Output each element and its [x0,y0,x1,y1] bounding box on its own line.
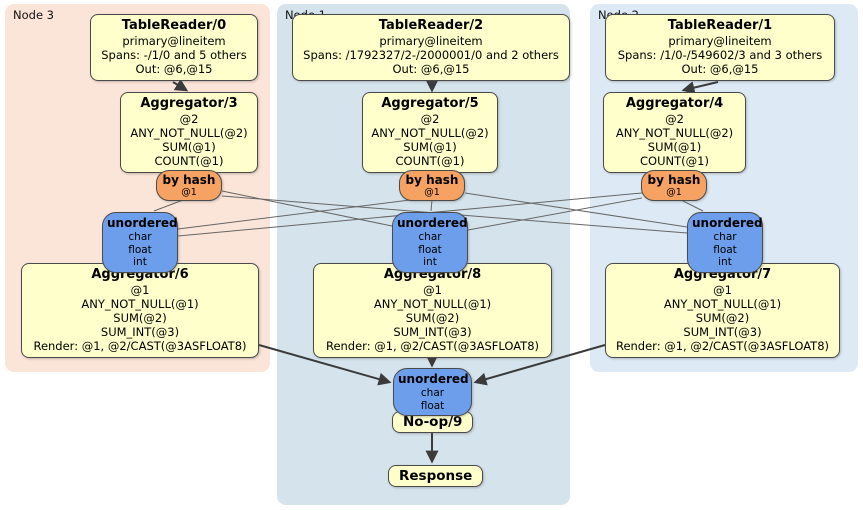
processor-detail: SUM(@1) [403,140,457,154]
processor-detail: Spans: -/1/0 and 5 others [101,48,247,62]
processor-aggregator-6: Aggregator/6 @1 ANY_NOT_NULL(@1) SUM(@2)… [21,263,259,358]
processor-title: Aggregator/3 [140,96,238,111]
processor-detail: COUNT(@1) [395,154,465,168]
processor-aggregator-7: Aggregator/7 @1 ANY_NOT_NULL(@1) SUM(@2)… [605,263,840,358]
processor-tablereader-2: TableReader/2 primary@lineitem Spans: /1… [292,14,570,81]
sync-detail: char [713,231,737,243]
sync-unordered-final: unordered char float [393,368,472,416]
processor-title: Response [399,468,473,484]
processor-detail: @1 [713,283,732,297]
sync-title: unordered [398,372,469,386]
processor-title: Aggregator/5 [381,96,479,111]
processor-detail: ANY_NOT_NULL(@1) [663,297,782,311]
processor-detail: ANY_NOT_NULL(@2) [615,126,734,140]
processor-detail: SUM_INT(@3) [393,325,472,339]
processor-tablereader-1: TableReader/1 primary@lineitem Spans: /1… [605,14,835,81]
sync-detail: float [713,243,737,256]
processor-tablereader-0: TableReader/0 primary@lineitem Spans: -/… [90,14,258,81]
processor-detail: primary@lineitem [379,34,483,48]
router-by-hash-node2: by hash @1 [641,170,707,201]
processor-detail: Out: @6,@15 [681,62,759,76]
processor-title: TableReader/0 [121,18,227,33]
processor-title: TableReader/2 [378,18,484,33]
router-detail: @1 [181,187,197,198]
router-title: by hash [647,173,701,187]
router-detail: @1 [424,187,440,198]
sync-detail: float [420,399,445,412]
processor-detail: Out: @6,@15 [392,62,470,76]
router-by-hash-node3: by hash @1 [156,170,222,201]
processor-detail: Spans: /1/0-/549602/3 and 3 others [617,48,823,62]
processor-detail: Render: @1, @2/CAST(@3ASFLOAT8) [33,339,247,353]
node3-label: Node 3 [13,8,54,22]
sync-detail: char [128,231,152,243]
processor-detail: Render: @1, @2/CAST(@3ASFLOAT8) [615,339,830,353]
processor-aggregator-8: Aggregator/8 @1 ANY_NOT_NULL(@1) SUM(@2)… [313,263,552,358]
router-detail: @1 [666,187,682,198]
sync-title: unordered [692,216,763,230]
processor-detail: @1 [423,283,442,297]
processor-detail: SUM_INT(@3) [100,325,180,339]
processor-detail: SUM_INT(@3) [683,325,762,339]
processor-aggregator-5: Aggregator/5 @2 ANY_NOT_NULL(@2) SUM(@1)… [362,92,498,173]
sync-detail: int [423,256,437,268]
router-title: by hash [405,173,459,187]
sync-title: unordered [397,216,468,230]
processor-detail: SUM(@1) [162,140,216,154]
processor-detail: Render: @1, @2/CAST(@3ASFLOAT8) [325,339,540,353]
response-box: Response [388,465,484,487]
sync-detail: int [718,256,732,268]
sync-title: unordered [107,216,178,230]
sync-detail: float [128,243,152,256]
processor-detail: primary@lineitem [668,34,772,48]
processor-detail: SUM(@2) [405,311,460,325]
sync-unordered-node3: unordered char float int [102,212,178,273]
processor-title: No-op/9 [403,414,463,430]
processor-detail: @2 [665,112,684,126]
processor-detail: @2 [420,112,440,126]
processor-noop-9: No-op/9 [392,411,474,433]
router-by-hash-node1: by hash @1 [399,170,465,201]
processor-detail: COUNT(@1) [154,154,224,168]
processor-title: Aggregator/4 [625,96,724,111]
processor-title: TableReader/1 [667,18,773,33]
sync-unordered-node2: unordered char float int [687,212,763,273]
sync-detail: char [420,387,445,399]
processor-detail: Spans: /1792327/2-/2000001/0 and 2 other… [303,48,559,62]
sync-detail: int [133,256,147,268]
processor-detail: SUM(@2) [695,311,750,325]
processor-detail: ANY_NOT_NULL(@1) [81,297,199,311]
processor-detail: ANY_NOT_NULL(@2) [130,126,248,140]
sync-detail: char [418,231,442,243]
processor-aggregator-4: Aggregator/4 @2 ANY_NOT_NULL(@2) SUM(@1)… [603,92,746,173]
processor-detail: Out: @6,@15 [135,62,213,76]
processor-detail: ANY_NOT_NULL(@1) [373,297,492,311]
processor-detail: SUM(@2) [113,311,167,325]
processor-detail: ANY_NOT_NULL(@2) [371,126,489,140]
processor-detail: @1 [130,283,150,297]
processor-aggregator-3: Aggregator/3 @2 ANY_NOT_NULL(@2) SUM(@1)… [120,92,258,173]
sync-unordered-node1: unordered char float int [392,212,468,273]
processor-detail: @2 [179,112,199,126]
sync-detail: float [418,243,442,256]
processor-detail: SUM(@1) [647,140,702,154]
processor-detail: primary@lineitem [122,34,226,48]
router-title: by hash [162,173,216,187]
processor-detail: COUNT(@1) [640,154,709,168]
